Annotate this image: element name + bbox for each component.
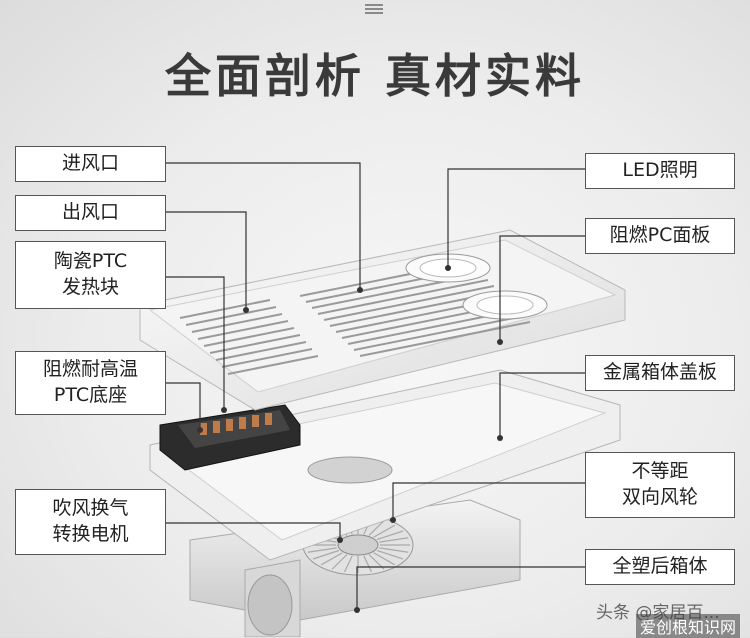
label-pc-panel: 阻燃PC面板: [585, 218, 735, 254]
fan-blade: [331, 554, 348, 570]
grille-slot: [215, 341, 307, 361]
pc-panel-shape: [139, 229, 626, 411]
fan-blade: [312, 549, 340, 560]
grille-slot: [185, 306, 277, 326]
grille-slot: [323, 285, 495, 321]
ptc-base-shape: [159, 404, 301, 471]
fan-blade: [363, 555, 373, 573]
grille-slot: [203, 327, 295, 347]
ptc-pin: [252, 415, 259, 427]
ptc-pin: [226, 419, 233, 431]
watermark-site: 爱创根知识网: [636, 614, 741, 638]
grille-slot: [197, 320, 289, 340]
fan-blade: [376, 530, 404, 541]
fan-blade: [379, 547, 409, 553]
page-title: 全面剖析 真材实料: [164, 49, 585, 103]
fan-blade: [376, 549, 404, 560]
fan-blade: [373, 524, 396, 538]
label-air-inlet: 进风口: [15, 146, 166, 182]
label-metal-cover: 金属箱体盖板: [585, 355, 735, 391]
label-air-outlet: 出风口: [15, 195, 166, 231]
metal-cover-shape: [149, 369, 621, 561]
label-ptc-block: 陶瓷PTC 发热块: [15, 241, 166, 309]
leader-lines: [166, 162, 585, 610]
label-ptc-base: 阻燃耐高温 PTC底座: [15, 351, 166, 415]
label-motor: 吹风换气 转换电机: [15, 489, 166, 555]
ptc-pin: [213, 421, 220, 433]
ptc-pin: [239, 417, 246, 429]
grille-slot: [221, 348, 313, 368]
fan-blade: [368, 520, 385, 536]
label-back-box: 全塑后箱体: [585, 549, 735, 585]
label-fan-wheel: 不等距 双向风轮: [585, 452, 735, 518]
menu-icon[interactable]: [365, 4, 383, 14]
fan-blade: [343, 555, 353, 573]
ptc-pin: [200, 423, 207, 435]
grille-slot: [191, 313, 283, 333]
fan-blade: [373, 552, 396, 566]
label-led: LED照明: [585, 153, 735, 189]
ptc-pin: [265, 413, 272, 425]
grille-slot: [209, 334, 301, 354]
grille-slot: [359, 321, 531, 357]
leader-dots: [197, 265, 503, 613]
grille-slot: [353, 315, 525, 351]
fan-blade: [320, 552, 343, 566]
grille-slot: [227, 355, 319, 375]
grille-slot: [179, 299, 271, 319]
fan-blade: [307, 547, 337, 553]
fan-blade: [379, 537, 409, 543]
grille-slot: [317, 279, 489, 315]
